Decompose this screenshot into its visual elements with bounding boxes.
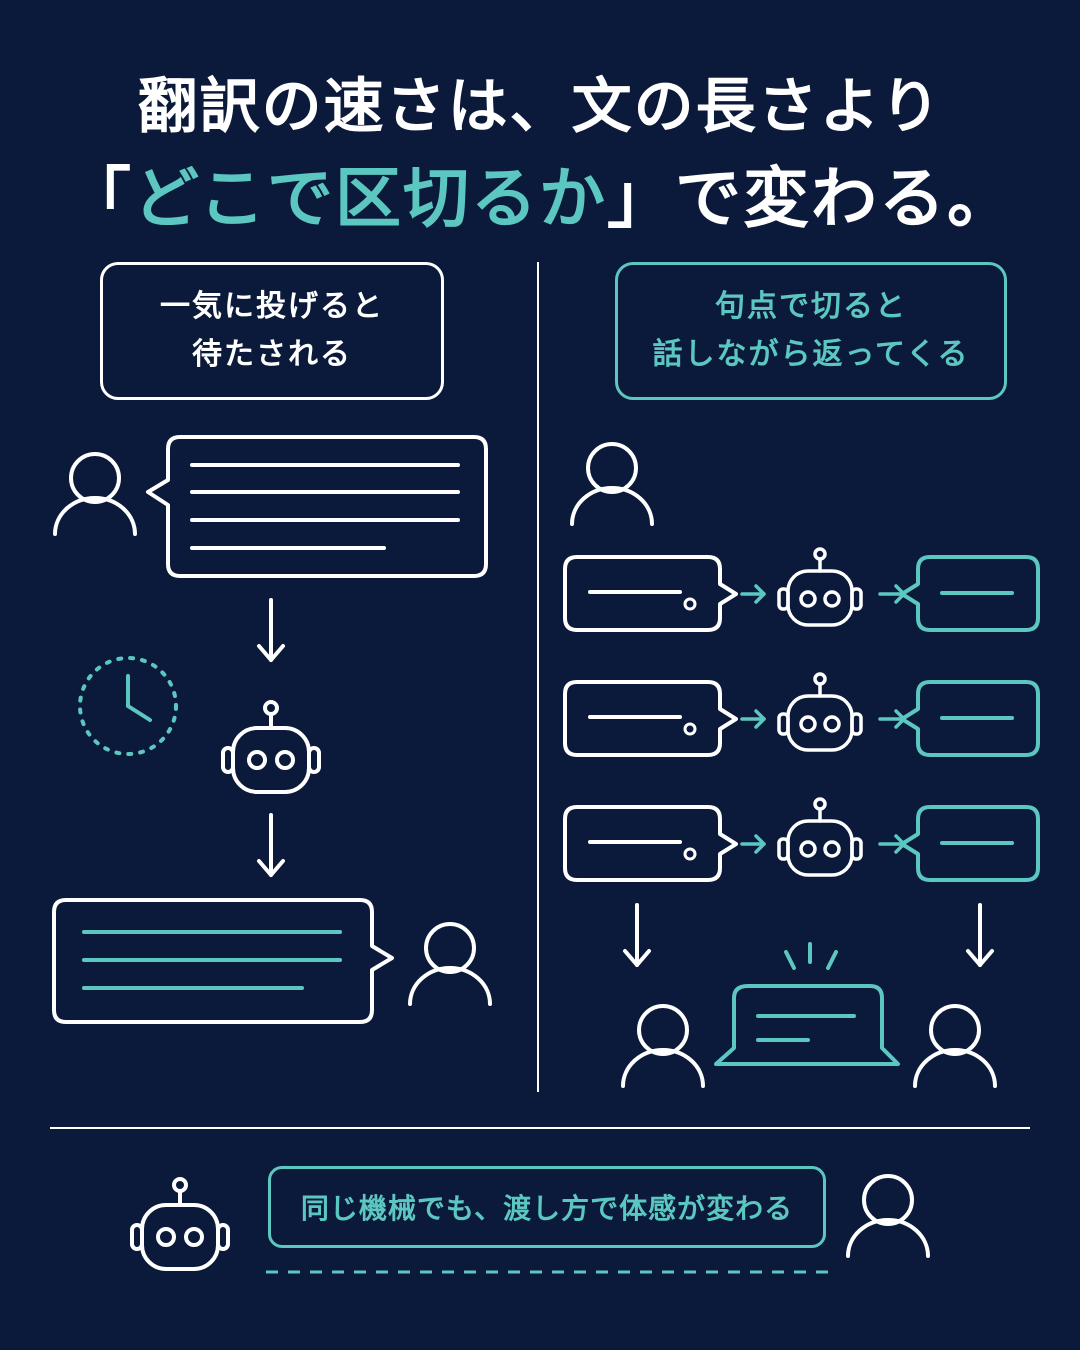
arrow-icon [966, 903, 994, 967]
translation-bubble-icon [900, 555, 1040, 632]
right-label-line-2: 話しながら返ってくる [652, 337, 970, 372]
title-line-2: 「どこで区切るか」で変わる。 [0, 145, 1080, 241]
shared-speech-bubble-icon [714, 942, 900, 1066]
user-icon [913, 1004, 997, 1088]
user-icon [570, 442, 654, 526]
title-line-1: 翻訳の速さは、文の長さより [137, 72, 943, 142]
sentence-bubble-icon [563, 555, 738, 632]
left-label-line-2: 待たされる [192, 337, 352, 372]
speech-bubble-icon [146, 435, 488, 578]
right-panel-label: 句点で切ると 話しながら返ってくる [615, 262, 1007, 400]
sentence-row [565, 674, 1038, 755]
user-icon [53, 452, 137, 536]
title-suffix: 」で変わる。 [607, 160, 1016, 237]
arrow-icon [623, 903, 651, 967]
arrow-icon [257, 813, 285, 877]
caption-box: 同じ機械でも、渡し方で体感が変わる [268, 1166, 826, 1248]
user-icon [408, 922, 492, 1006]
title-highlight: どこで区切るか [132, 160, 608, 237]
arrow-icon [740, 584, 766, 604]
robot-icon [777, 547, 863, 627]
user-icon [621, 1004, 705, 1088]
clock-icon [78, 656, 178, 756]
speech-bubble-icon [52, 898, 394, 1024]
title-bracket-open: 「 [64, 160, 133, 237]
left-label-line-1: 一気に投げると [160, 289, 384, 324]
left-panel-label: 一気に投げると 待たされる [100, 262, 444, 400]
user-icon [846, 1174, 930, 1258]
translated-text-lines [82, 930, 342, 990]
robot-icon [130, 1177, 230, 1271]
right-label-line-1: 句点で切ると [715, 289, 907, 324]
arrow-icon [257, 598, 285, 662]
sentence-row [563, 547, 1040, 632]
robot-icon [221, 700, 321, 794]
sentence-row [565, 799, 1038, 880]
